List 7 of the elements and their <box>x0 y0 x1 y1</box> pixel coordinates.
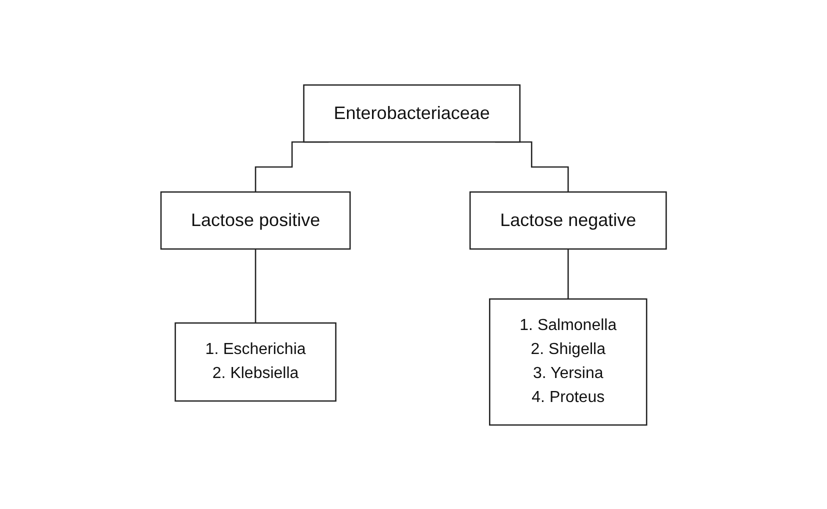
node-box: Lactose positive <box>160 190 351 250</box>
node-box: 1. Salmonella 2. Shigella 3. Yersina 4. Proteus <box>488 298 648 426</box>
connector <box>567 248 569 300</box>
node-box: Enterobacteriaceae <box>303 84 520 142</box>
node-box: Lactose negative <box>469 190 667 250</box>
connector <box>254 248 256 324</box>
node-box: 1. Escherichia 2. Klebsiella <box>174 322 336 402</box>
